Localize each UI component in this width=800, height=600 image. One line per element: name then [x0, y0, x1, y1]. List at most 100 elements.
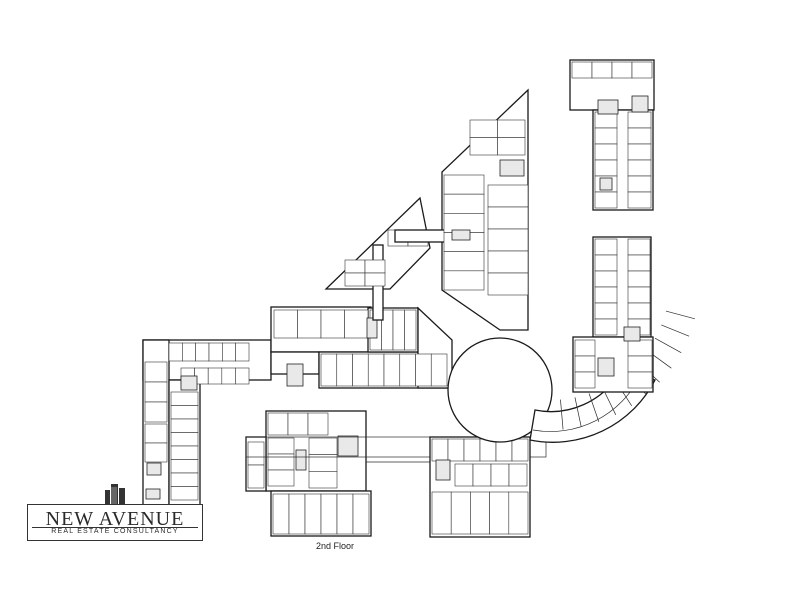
shop-unit — [170, 459, 199, 474]
shop-unit — [594, 302, 618, 320]
shop-unit — [392, 309, 405, 351]
shop-unit — [627, 175, 652, 193]
shop-unit — [487, 250, 529, 274]
shop-unit — [631, 61, 653, 79]
shop-unit — [344, 272, 366, 287]
shop-unit — [594, 238, 618, 256]
shop-unit — [627, 270, 651, 288]
corridor — [245, 436, 547, 463]
shop-unit — [443, 174, 485, 195]
shop-unit — [469, 119, 498, 138]
shop-unit — [307, 412, 329, 436]
shop-unit — [497, 137, 526, 156]
shop-unit — [443, 251, 485, 272]
shop-unit — [415, 353, 432, 387]
shop-unit — [627, 159, 652, 177]
shop-unit — [144, 423, 168, 444]
shop-unit — [454, 463, 474, 487]
shop-unit — [487, 228, 529, 252]
shop-unit — [221, 367, 236, 385]
shop-unit — [487, 206, 529, 230]
shop-unit — [574, 355, 596, 373]
shop-unit — [320, 493, 338, 535]
shop-unit — [594, 159, 618, 177]
shop-unit — [222, 342, 236, 362]
shop-unit — [627, 191, 652, 209]
shop-unit — [472, 463, 492, 487]
shop-unit — [443, 270, 485, 291]
shop-unit — [571, 61, 593, 79]
shop-unit — [320, 309, 345, 339]
shop-unit — [450, 491, 471, 535]
shop-unit — [627, 238, 651, 256]
shop-unit — [399, 353, 416, 387]
shop-unit — [352, 493, 370, 535]
shop-unit — [574, 371, 596, 389]
shop-unit — [594, 111, 618, 129]
shop-unit — [627, 339, 653, 357]
shop-unit — [487, 272, 529, 296]
shop-unit — [267, 453, 295, 471]
shop-unit — [430, 353, 448, 387]
shop-unit — [297, 309, 322, 339]
shop-unit — [594, 191, 618, 209]
shop-unit — [170, 418, 199, 433]
large-triangle-wing — [394, 88, 529, 331]
shop-unit — [336, 493, 354, 535]
shop-unit — [364, 259, 386, 274]
shop-unit — [594, 318, 618, 336]
shop-unit — [235, 367, 250, 385]
rotunda — [447, 310, 695, 443]
shop-unit — [447, 438, 465, 462]
left-wing — [142, 339, 272, 511]
shop-unit — [267, 469, 295, 487]
shop-unit — [431, 491, 452, 535]
shop-unit — [208, 342, 223, 362]
arc-unit-partition — [588, 393, 600, 422]
shop-unit — [344, 309, 369, 339]
logo-tagline: REAL ESTATE CONSULTANCY — [51, 528, 179, 535]
shop-unit — [508, 463, 528, 487]
shop-unit — [195, 342, 210, 362]
shop-unit — [627, 286, 651, 304]
shop-unit — [287, 412, 309, 436]
shop-unit — [404, 309, 417, 351]
shop-unit — [170, 432, 199, 447]
shop-unit — [490, 463, 510, 487]
shop-unit — [594, 254, 618, 272]
right-tower-wing — [569, 59, 655, 393]
shop-unit — [470, 491, 490, 535]
shop-unit — [304, 493, 322, 535]
floor-label: 2nd Floor — [315, 541, 355, 551]
shop-unit — [364, 272, 386, 287]
shop-unit — [247, 464, 265, 489]
logo-divider — [32, 527, 198, 528]
central-block — [270, 306, 453, 389]
shop-unit — [463, 438, 481, 462]
shop-unit — [627, 302, 651, 320]
southeast-block — [429, 436, 531, 538]
shop-unit — [144, 401, 168, 423]
shop-unit — [288, 493, 306, 535]
shop-unit — [308, 437, 338, 455]
shop-unit — [267, 412, 289, 436]
shop-unit — [469, 137, 498, 156]
shop-unit — [144, 381, 168, 403]
shop-unit — [497, 119, 526, 138]
shop-unit — [594, 127, 618, 145]
arc-unit-partition — [574, 397, 582, 427]
shop-unit — [443, 193, 485, 214]
shop-unit — [144, 361, 168, 383]
shop-unit — [344, 259, 366, 274]
shop-unit — [170, 391, 199, 406]
logo-frame: NEW AVENUE REAL ESTATE CONSULTANCY — [27, 504, 203, 541]
shop-unit — [627, 143, 652, 161]
shop-unit — [508, 491, 529, 535]
shop-unit — [267, 437, 295, 455]
towers-icon — [105, 484, 125, 506]
shop-unit — [611, 61, 633, 79]
shop-unit — [591, 61, 613, 79]
arc-unit-partition — [661, 324, 690, 337]
small-triangle-wing — [324, 196, 431, 321]
